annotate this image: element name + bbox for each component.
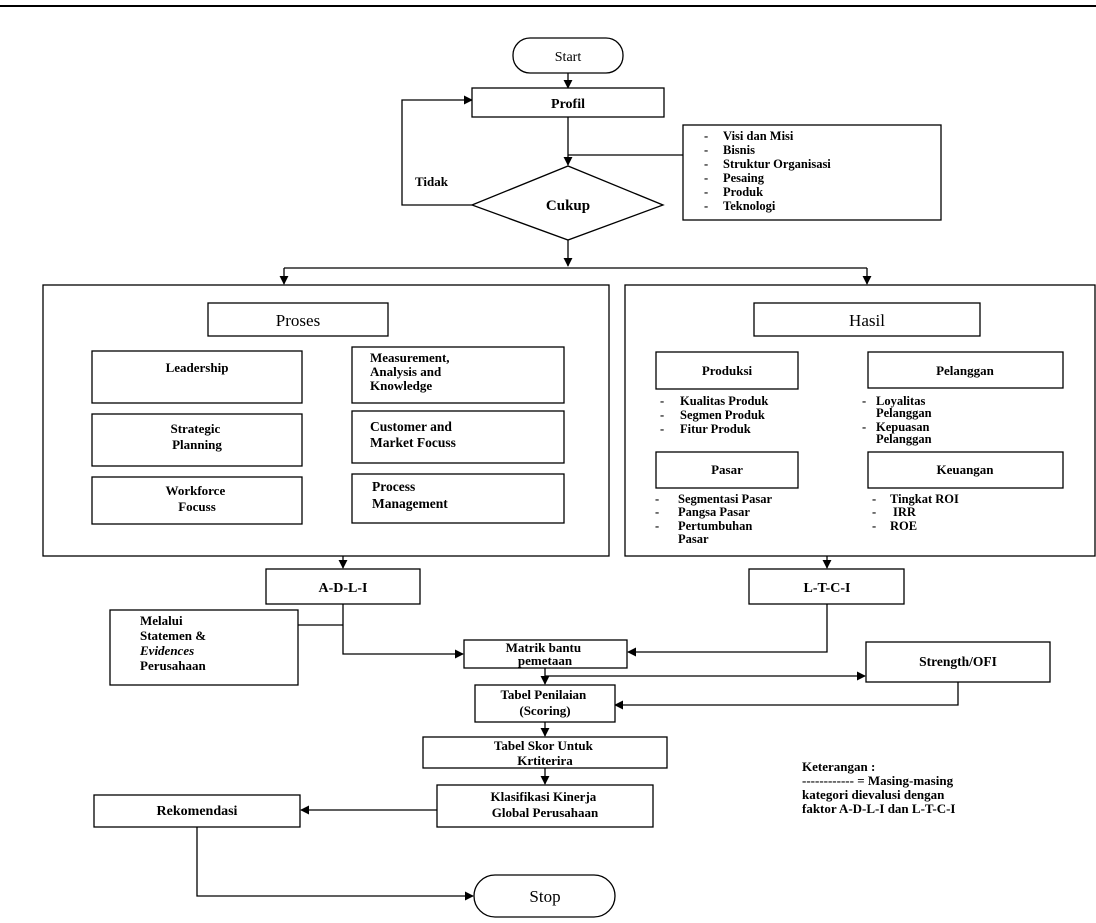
profil-item: Teknologi: [723, 199, 776, 213]
ltci-label: L-T-C-I: [804, 581, 851, 596]
profil-list: -Visi dan Misi -Bisnis -Struktur Organis…: [704, 129, 834, 213]
stop-terminal: Stop: [473, 874, 616, 918]
rekomendasi-box: Rekomendasi: [93, 794, 301, 828]
hasil-box: Hasil: [753, 302, 981, 337]
stop-label: Stop: [529, 887, 560, 906]
workforce-focus-box: Workforce Focuss: [91, 476, 303, 525]
matrik-label: Matrik bantu pemetaan: [506, 640, 585, 668]
cukup-label: Cukup: [546, 198, 590, 214]
profil-item: Pesaing: [723, 171, 765, 185]
tabel-penilaian-box: Tabel Penilaian (Scoring): [474, 684, 616, 723]
keuangan-box: Keuangan: [867, 451, 1064, 489]
pasar-list: -Segmentasi Pasar -Pangsa Pasar -Pertumb…: [655, 492, 775, 546]
profil-item: Visi dan Misi: [723, 129, 794, 143]
rekomendasi-label: Rekomendasi: [157, 804, 238, 819]
melalui-box: Melalui Statemen & Evidences Perusahaan: [109, 609, 299, 686]
proses-label: Proses: [276, 311, 320, 330]
pasar-label: Pasar: [711, 462, 743, 477]
adli-label: A-D-L-I: [319, 581, 368, 596]
profil-item: Bisnis: [723, 143, 755, 157]
pelanggan-list: -Loyalitas Pelanggan -Kepuasan Pelanggan: [862, 394, 935, 446]
profil-box: Profil: [471, 87, 665, 118]
strategic-planning-box: Strategic Planning: [91, 413, 303, 467]
customer-market-label: Customer and Market Focuss: [370, 419, 456, 450]
keuangan-label: Keuangan: [936, 462, 994, 477]
hasil-label: Hasil: [849, 311, 885, 330]
klasifikasi-box: Klasifikasi Kinerja Global Perusahaan: [436, 784, 654, 828]
workforce-focus-label: Workforce Focuss: [166, 483, 229, 514]
adli-box: A-D-L-I: [265, 568, 421, 605]
tabel-skor-box: Tabel Skor Untuk Krtiterira: [422, 736, 668, 769]
tabel-penilaian-label: Tabel Penilaian (Scoring): [500, 687, 589, 718]
matrik-box: Matrik bantu pemetaan: [463, 639, 628, 669]
klasifikasi-label: Klasifikasi Kinerja Global Perusahaan: [490, 789, 599, 820]
measurement-box: Measurement, Analysis and Knowledge: [351, 346, 565, 404]
profil-list-box: -Visi dan Misi -Bisnis -Struktur Organis…: [682, 124, 942, 221]
strength-ofi-box: Strength/OFI: [865, 641, 1051, 683]
process-management-box: Process Management: [351, 473, 565, 524]
strength-ofi-label: Strength/OFI: [919, 654, 997, 669]
start-terminal: Start: [512, 37, 624, 74]
produksi-list: -Kualitas Produk -Segmen Produk -Fitur P…: [660, 394, 771, 436]
leadership-label: Leadership: [166, 360, 229, 375]
profil-item: Struktur Organisasi: [723, 157, 831, 171]
pelanggan-box: Pelanggan: [867, 351, 1064, 389]
pasar-box: Pasar: [655, 451, 799, 489]
tabel-skor-label: Tabel Skor Untuk Krtiterira: [494, 738, 596, 768]
keterangan-legend: Keterangan : ------------ = Masing-masin…: [802, 759, 956, 816]
customer-market-box: Customer and Market Focuss: [351, 410, 565, 464]
produksi-box: Produksi: [655, 351, 799, 390]
proses-box: Proses: [207, 302, 389, 337]
strategic-planning-label: Strategic Planning: [170, 421, 223, 452]
ltci-box: L-T-C-I: [748, 568, 905, 605]
tidak-label: Tidak: [415, 174, 449, 189]
pelanggan-label: Pelanggan: [936, 363, 995, 378]
measurement-label: Measurement, Analysis and Knowledge: [370, 350, 453, 393]
process-management-label: Process Management: [372, 479, 448, 511]
cukup-decision: Cukup: [470, 165, 665, 241]
keterangan-title: Keterangan :: [802, 759, 875, 774]
leadership-box: Leadership: [91, 350, 303, 404]
profil-label: Profil: [551, 97, 585, 112]
melalui-label: Melalui Statemen & Evidences Perusahaan: [139, 613, 209, 673]
start-label: Start: [555, 50, 582, 65]
produksi-label: Produksi: [702, 363, 753, 378]
profil-item: Produk: [723, 185, 763, 199]
keuangan-list: -Tingkat ROI -IRR -ROE: [872, 492, 962, 533]
